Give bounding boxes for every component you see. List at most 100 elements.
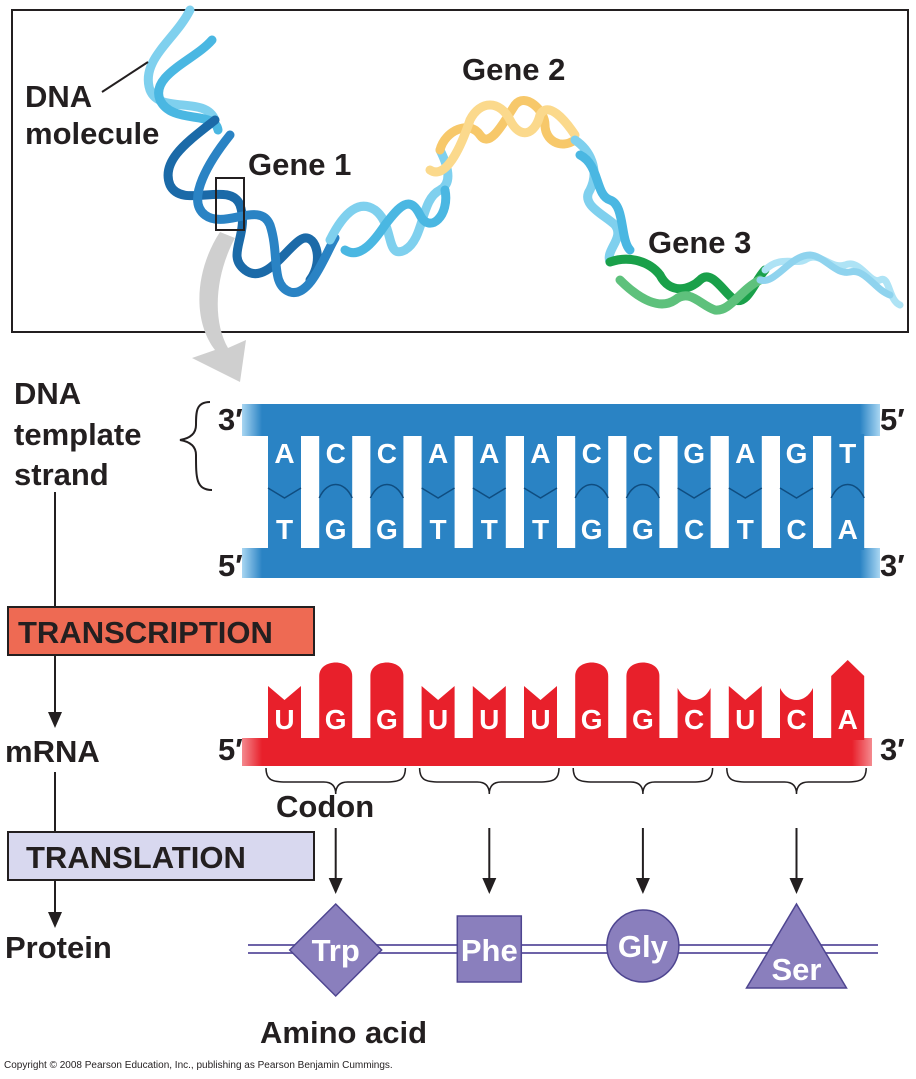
amino-acid-triangle xyxy=(745,902,848,989)
mrna-base: U xyxy=(268,686,301,740)
amino-acid-circle xyxy=(606,909,680,983)
amino-acid: Ser xyxy=(745,902,848,989)
base-pair-block xyxy=(626,434,660,550)
base-pair: AT xyxy=(472,434,507,550)
base-pair: GC xyxy=(677,434,711,550)
base-pair-bond xyxy=(728,487,763,499)
dna-molecule-label-line2: molecule xyxy=(25,116,159,151)
base-pair-block xyxy=(575,434,609,550)
translation-label: TRANSLATION xyxy=(26,840,246,875)
mrna-base-letter: U xyxy=(479,704,499,735)
base-pair: TA xyxy=(830,434,865,550)
base-pair: AT xyxy=(523,434,558,550)
template-top-base: A xyxy=(735,438,755,469)
dna-helix xyxy=(143,5,904,315)
base-pair-block xyxy=(370,434,404,550)
base-pair-bond xyxy=(523,487,558,499)
template-top-base: A xyxy=(479,438,499,469)
mrna-base: U xyxy=(472,686,506,740)
codon-arrow-head xyxy=(328,878,343,894)
template-bottom-base: T xyxy=(430,514,447,545)
template-bottom-base: A xyxy=(838,514,858,545)
gene2-strand-b xyxy=(425,100,580,177)
mrna-right-end: 3′ xyxy=(880,732,905,767)
base-pair-bond xyxy=(574,483,609,499)
amino-acid-label: Amino acid xyxy=(260,1015,427,1050)
codon-arrow-head xyxy=(789,878,804,894)
mrna-base-letter: G xyxy=(632,704,654,735)
template-bottom-fade-right xyxy=(860,548,880,578)
codon-arrow-head xyxy=(482,878,497,894)
base-pair: AT xyxy=(728,434,763,550)
template-bottom-fade-left xyxy=(242,548,262,578)
amino-acid-name: Ser xyxy=(772,952,822,987)
base-pair-bond xyxy=(830,483,865,499)
template-brace xyxy=(179,401,213,491)
mrna-base: A xyxy=(831,660,865,740)
template-label-line2: template xyxy=(14,417,141,452)
template-top-base: G xyxy=(786,438,808,469)
transcription-box: TRANSCRIPTION xyxy=(7,606,315,656)
mrna-base: U xyxy=(421,686,455,740)
template-bottom-base: T xyxy=(737,514,754,545)
base-pair-bond xyxy=(267,487,302,499)
panel-frame xyxy=(11,9,909,333)
mrna-backbone xyxy=(242,738,872,766)
helix-strand-light-b xyxy=(154,35,223,135)
amino-acid-name: Gly xyxy=(618,929,669,964)
template-top-base: C xyxy=(633,438,653,469)
base-pair-block xyxy=(319,434,353,550)
template-top-base: T xyxy=(839,438,856,469)
template-top-fade-right xyxy=(860,404,880,436)
translation-box-bg xyxy=(7,831,315,881)
template-bottom-base: T xyxy=(481,514,498,545)
codon-braces xyxy=(265,767,867,894)
transcription-box-bg xyxy=(7,606,315,656)
base-pair-bond xyxy=(472,487,507,499)
gene1-label: Gene 1 xyxy=(248,147,351,182)
mrna-base: C xyxy=(677,688,711,740)
mrna-base-letter: U xyxy=(735,704,755,735)
base-pair-bond xyxy=(421,487,455,499)
codon-brace xyxy=(265,767,407,795)
template-top-base: A xyxy=(274,438,294,469)
template-bottom-backbone xyxy=(242,548,880,578)
gene1-strand-b xyxy=(193,130,340,297)
template-top-base: C xyxy=(326,438,346,469)
template-top-base: G xyxy=(683,438,705,469)
base-pair: CG xyxy=(318,434,353,550)
mrna-base-letter: G xyxy=(376,704,398,735)
mrna-base: U xyxy=(728,686,762,740)
mrna-base-shape xyxy=(421,686,455,740)
translation-box: TRANSLATION xyxy=(7,831,315,881)
flow-axis xyxy=(48,492,62,928)
mrna-left-end: 5′ xyxy=(218,732,243,767)
mrna-base-shape xyxy=(524,686,557,740)
helix-strand-light-a xyxy=(143,5,220,125)
template-top-base: C xyxy=(582,438,602,469)
amino-acid: Gly xyxy=(606,909,680,983)
codon-label: Codon xyxy=(276,789,374,824)
base-pair: CG xyxy=(574,434,609,550)
template-bottom-base: T xyxy=(532,514,549,545)
template-bottom-base: C xyxy=(684,514,704,545)
mrna-base-letter: U xyxy=(530,704,550,735)
mrna-base-shape xyxy=(780,688,813,740)
gene3-label: Gene 3 xyxy=(648,225,751,260)
mrna-base-shape xyxy=(370,662,404,740)
mrna-fade-right xyxy=(852,738,872,766)
template-bottom-base: C xyxy=(786,514,806,545)
mrna-base-letter: C xyxy=(786,704,806,735)
template-strand-section: DNA template strand ATCGCGATATATCGCGGCAT… xyxy=(14,376,905,583)
base-pair-bond xyxy=(318,483,353,499)
codon-brace xyxy=(572,767,714,795)
mrna-fade-left xyxy=(242,738,262,766)
template-label-line3: strand xyxy=(14,457,109,492)
template-bottom-base: G xyxy=(376,514,398,545)
amino-acid-diamond xyxy=(288,902,383,998)
gene1-zoom-box xyxy=(215,177,245,231)
base-pair-bond xyxy=(625,483,661,499)
amino-acid: Trp xyxy=(288,902,383,998)
